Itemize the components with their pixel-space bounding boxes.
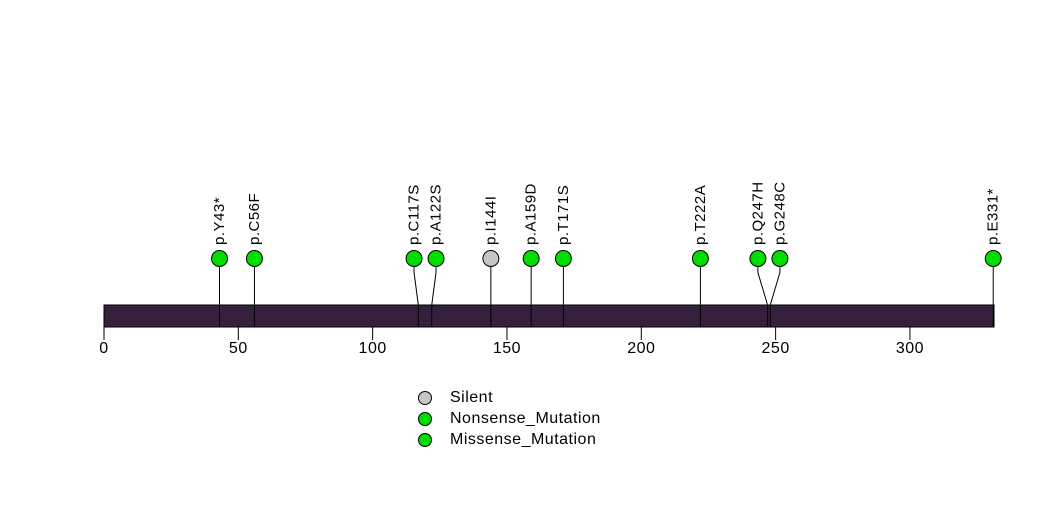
mutation-marker [771,250,789,267]
axis-tick-label: 300 [896,340,924,357]
mutation-stick [769,266,781,306]
mutation-label: p.Y43* [211,197,228,245]
axis-tick-label: 150 [493,340,521,357]
mutation-marker [522,250,540,267]
axis-tick-label: 50 [229,340,248,357]
mutation-marker [405,250,423,267]
mutation-lollipop: p.T222A [691,185,709,327]
mutation-label: p.C56F [246,193,263,245]
mutation-lollipop: p.C56F [245,193,263,327]
mutation-label: p.A122S [428,184,445,245]
mutation-marker [691,250,709,267]
mutation-marker [749,250,767,267]
mutation-marker [984,250,1002,267]
axis-tick-label: 250 [762,340,790,357]
mutation-marker [245,250,263,267]
mutation-stick [431,266,437,306]
mutation-lollipop: p.E331* [984,188,1002,327]
mutation-lollipop: p.Q247H [749,181,769,327]
mutation-label: p.T222A [692,185,709,245]
legend-item: Missense_Mutation [418,429,601,450]
mutation-label: p.E331* [985,188,1002,245]
mutation-marker [211,250,229,267]
legend-item: Nonsense_Mutation [418,408,601,429]
legend-label: Nonsense_Mutation [450,409,601,427]
axis-tick-label: 200 [627,340,655,357]
mutation-lollipop: p.A159D [522,183,540,327]
legend-label: Silent [450,388,494,406]
legend-item: Silent [418,387,601,408]
mutation-label: p.C117S [406,184,423,245]
legend-circle-icon [418,411,432,426]
mutation-marker [482,250,500,267]
mutation-label: p.G248C [771,181,788,245]
mutation-label: p.A159D [523,183,540,245]
legend-label: Missense_Mutation [450,430,597,448]
mutation-stick [413,266,419,306]
mutation-lollipop: p.A122S [427,184,445,327]
mutation-marker [554,250,572,267]
mutation-lollipop: p.G248C [769,181,789,327]
axis-tick-label: 100 [359,340,387,357]
mutation-marker [427,250,445,267]
mutation-lollipop: p.C117S [405,184,423,327]
mutation-lollipop: p.T171S [554,185,572,327]
mutation-label: p.T171S [555,185,572,245]
legend-circle-icon [418,432,432,447]
mutation-label: p.I144I [482,196,499,245]
legend-circle-icon [418,390,432,405]
mutation-lollipop: p.Y43* [211,197,229,327]
mutation-label: p.Q247H [749,181,766,245]
axis-tick-label: 0 [99,340,108,357]
mutation-stick [757,266,769,306]
mutation-lollipop: p.I144I [482,196,500,327]
protein-bar [103,304,995,328]
